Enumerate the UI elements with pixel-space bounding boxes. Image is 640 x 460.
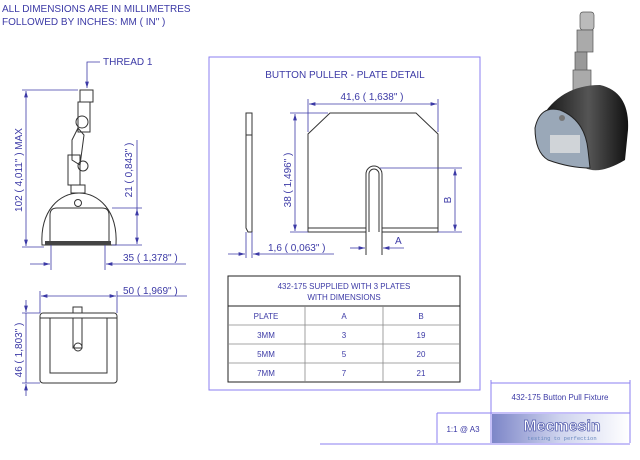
drawing-title: 432-175 Button Pull Fixture bbox=[512, 393, 609, 402]
cell-plate: 7MM bbox=[257, 369, 275, 378]
logo-tagline: testing to perfection bbox=[527, 435, 596, 442]
plate-height-dimension: 38 ( 1,496" ) bbox=[283, 153, 294, 208]
plate-detail-title: BUTTON PULLER - PLATE DETAIL bbox=[265, 70, 425, 81]
width-dimension: 35 ( 1,378" ) bbox=[123, 253, 178, 264]
header-a: A bbox=[341, 312, 347, 321]
cell-b: 19 bbox=[417, 331, 426, 340]
cell-b: 20 bbox=[417, 350, 426, 359]
table-row: 3MM 3 19 bbox=[257, 331, 426, 340]
slot-height-dimension: 21 ( 0,843" ) bbox=[124, 143, 135, 198]
table-title-line-2: WITH DIMENSIONS bbox=[307, 293, 380, 302]
note-line-2: FOLLOWED BY INCHES: MM ( IN" ) bbox=[2, 17, 165, 28]
front-view: THREAD 1 102 ( 4,011" ) MAX 21 ( 0,843" … bbox=[14, 57, 186, 270]
cell-a: 7 bbox=[342, 369, 347, 378]
plate-thickness-dimension: 1,6 ( 0,063" ) bbox=[268, 243, 325, 254]
cell-plate: 5MM bbox=[257, 350, 275, 359]
thread-label: THREAD 1 bbox=[103, 57, 153, 68]
cell-a: 3 bbox=[342, 331, 347, 340]
title-block: 432-175 Button Pull Fixture 1:1 @ A3 Mec… bbox=[320, 380, 631, 445]
fixture-3d-render bbox=[534, 11, 629, 171]
slot-width-label: A bbox=[395, 236, 402, 247]
top-width-dimension: 50 ( 1,969" ) bbox=[123, 286, 178, 297]
table-row: 7MM 7 21 bbox=[257, 369, 426, 378]
cell-b: 21 bbox=[417, 369, 426, 378]
cell-plate: 3MM bbox=[257, 331, 275, 340]
table-title-line-1: 432-175 SUPPLIED WITH 3 PLATES bbox=[278, 282, 411, 291]
header-plate: PLATE bbox=[254, 312, 279, 321]
header-b: B bbox=[418, 312, 423, 321]
scale-label: 1:1 @ A3 bbox=[446, 425, 480, 434]
table-header-row: PLATE A B bbox=[254, 312, 424, 321]
height-dimension: 102 ( 4,011" ) MAX bbox=[14, 128, 25, 212]
plate-width-dimension: 41,6 ( 1,638" ) bbox=[340, 92, 403, 103]
plates-table: 432-175 SUPPLIED WITH 3 PLATES WITH DIME… bbox=[227, 275, 461, 383]
plate-detail: BUTTON PULLER - PLATE DETAIL 41,6 ( 1,63… bbox=[208, 56, 481, 391]
top-view: 50 ( 1,969" ) 46 ( 1,803" ) bbox=[14, 286, 187, 396]
dimension-notes: ALL DIMENSIONS ARE IN MILLIMETRES FOLLOW… bbox=[2, 4, 191, 28]
note-line-1: ALL DIMENSIONS ARE IN MILLIMETRES bbox=[2, 4, 191, 15]
slot-depth-label: B bbox=[443, 196, 454, 203]
top-depth-dimension: 46 ( 1,803" ) bbox=[14, 323, 25, 378]
cell-a: 5 bbox=[342, 350, 347, 359]
table-row: 5MM 5 20 bbox=[257, 350, 426, 359]
logo-background bbox=[492, 414, 629, 443]
mecmesin-logo: Mecmesin bbox=[523, 418, 600, 435]
